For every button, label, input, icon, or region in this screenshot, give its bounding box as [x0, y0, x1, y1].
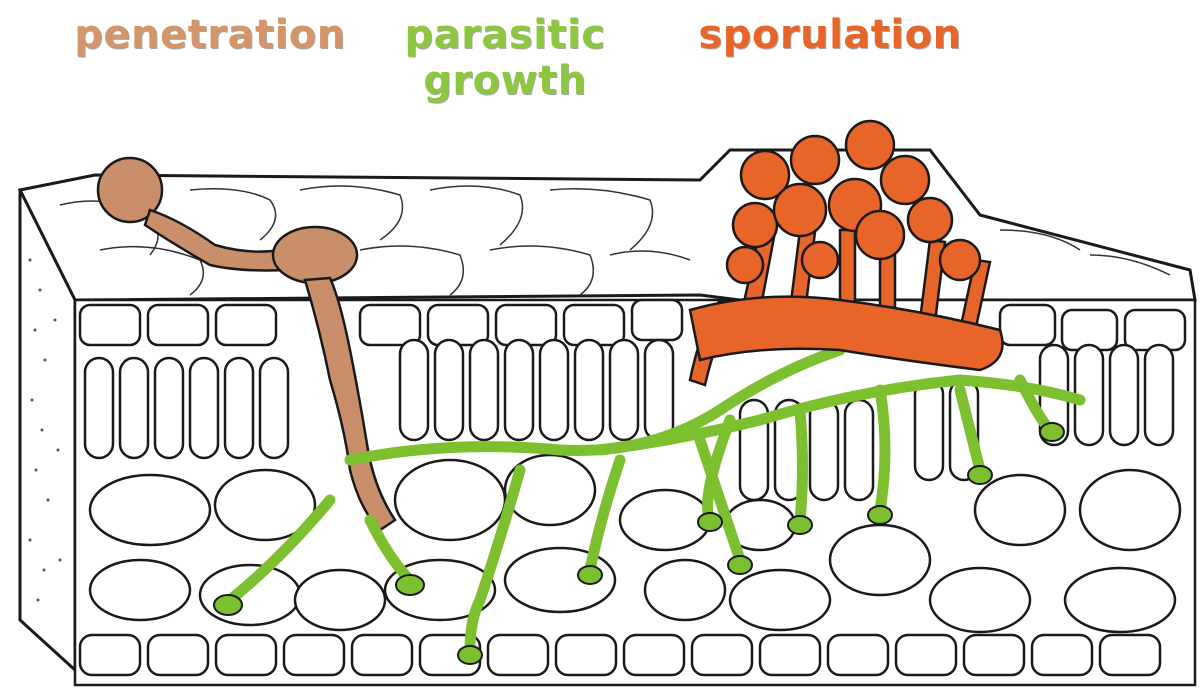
appressorium [273, 227, 357, 283]
leaf-top-surface [20, 150, 1195, 300]
